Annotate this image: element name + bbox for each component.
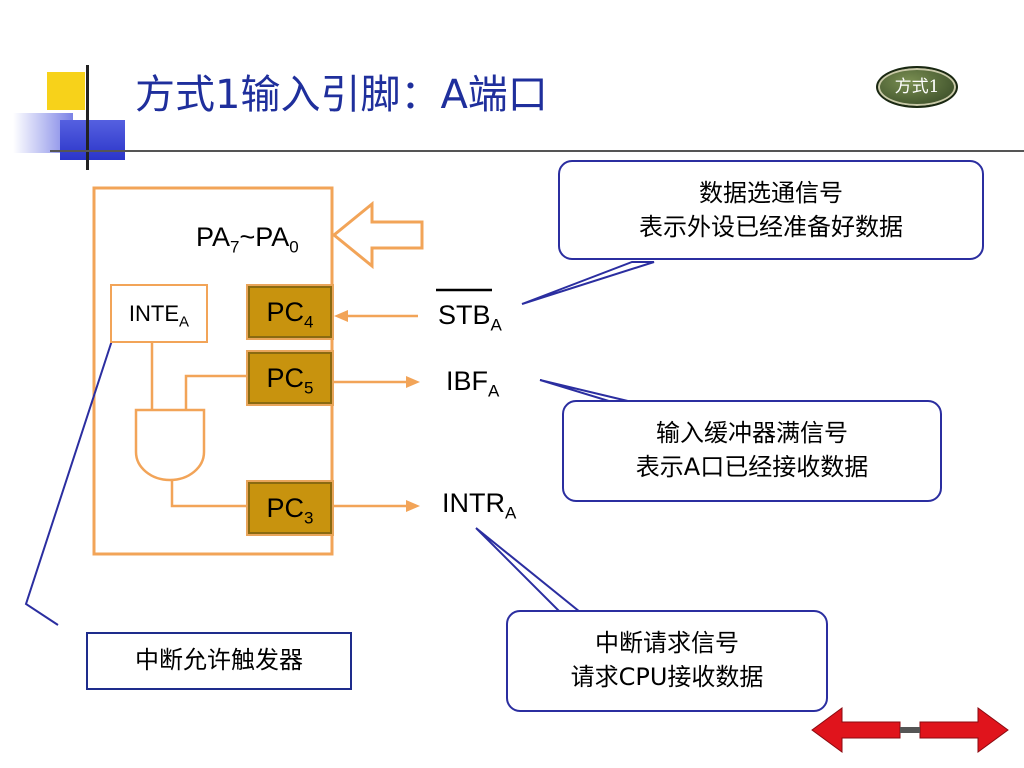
and-gate-icon <box>134 408 206 482</box>
stb-label: STBA <box>438 300 502 335</box>
callout-stb: 数据选通信号 表示外设已经准备好数据 <box>558 160 984 260</box>
input-arrow-icon <box>331 200 424 270</box>
pc4-pin: PC4 <box>246 284 334 340</box>
callout-ibf-tail <box>539 379 633 403</box>
ibf-arrowhead <box>406 376 420 388</box>
ibf-label: IBFA <box>446 366 500 401</box>
callout-intr-tail <box>475 527 583 613</box>
callout-stb-tail <box>521 261 655 305</box>
gate-pc3-wire <box>170 480 248 508</box>
intr-label: INTRA <box>442 488 517 523</box>
callout-intr: 中断请求信号 请求CPU接收数据 <box>506 610 828 712</box>
trigger-label-box: 中断允许触发器 <box>86 632 352 690</box>
callout-stb-line1: 数据选通信号 <box>699 179 843 207</box>
pc5-gate-wire <box>184 374 248 410</box>
pc5-pin: PC5 <box>246 350 334 406</box>
inte-box: INTEA <box>110 284 208 343</box>
callout-ibf: 输入缓冲器满信号 表示A口已经接收数据 <box>562 400 942 502</box>
callout-intr-line1: 中断请求信号 <box>595 629 739 657</box>
mode-badge[interactable]: 方式1 <box>876 66 958 108</box>
nav-back-button[interactable] <box>810 706 902 754</box>
page-title: 方式1输入引脚：A端口 <box>135 72 548 118</box>
stb-arrowhead <box>334 310 348 322</box>
port-pa-label: PA7~PA0 <box>196 222 299 257</box>
corner-decoration-blue-dark <box>60 120 125 160</box>
callout-ibf-line2: 表示A口已经接收数据 <box>635 453 869 481</box>
callout-stb-line2: 表示外设已经准备好数据 <box>639 213 903 241</box>
intr-arrowhead <box>406 500 420 512</box>
trigger-pointer-line <box>24 321 119 626</box>
pc3-pin: PC3 <box>246 480 334 536</box>
callout-intr-line2: 请求CPU接收数据 <box>570 663 764 691</box>
callout-ibf-line1: 输入缓冲器满信号 <box>656 419 848 447</box>
corner-vertical-line <box>86 65 89 170</box>
title-underline <box>50 150 1024 152</box>
nav-forward-button[interactable] <box>918 706 1010 754</box>
corner-decoration-yellow <box>47 72 85 110</box>
